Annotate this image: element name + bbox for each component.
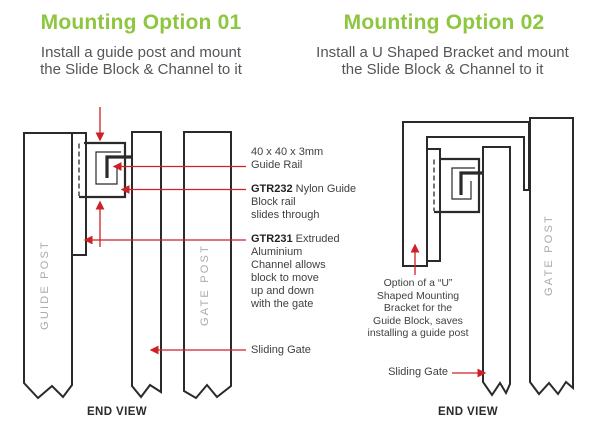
option2-subtitle-line2: the Slide Block & Channel to it [341, 61, 544, 78]
option2-diagram [402, 117, 574, 397]
annotation-line: with the gate [251, 298, 314, 310]
option2-annotation-arrows [410, 243, 487, 378]
note-line: Guide Block, saves [373, 314, 463, 327]
option1-end-view-label: END VIEW [86, 406, 148, 418]
part-code: GTR231 [251, 233, 293, 245]
annotation-line: Block rail [251, 196, 296, 208]
annotation-line: Aluminium [251, 246, 303, 258]
annotation-line: slides through [251, 209, 320, 221]
note-line: Option of a “U” [383, 277, 453, 289]
annotation-line: 40 x 40 x 3mm [251, 146, 324, 158]
gate-post-label: GATE POST [543, 214, 555, 296]
annotation-sliding-gate: Sliding Gate [251, 344, 311, 356]
guide-block [79, 141, 127, 199]
option1-diagram [23, 131, 232, 400]
annotation-guide-block: GTR232 Nylon Guide Block rail slides thr… [251, 183, 356, 222]
guide-rail [105, 155, 131, 178]
gate-post-label: GATE POST [199, 244, 211, 326]
annotation-guide-rail: 40 x 40 x 3mm Guide Rail [251, 146, 323, 172]
note-line: Shaped Mounting [376, 289, 460, 302]
option2-end-view-label: END VIEW [437, 406, 499, 418]
option1-subtitle: Install a guide post and mount the Slide… [10, 44, 272, 78]
guide-block [434, 157, 481, 214]
guide-rail [459, 171, 484, 195]
option1-subtitle-line1: Install a guide post and mount [40, 44, 242, 61]
option1-title: Mounting Option 01 [40, 11, 242, 34]
note-line: Bracket for the [383, 302, 453, 315]
sliding-gate [482, 146, 511, 397]
annotation-line: GTR231 Extruded [251, 233, 340, 246]
guide-block-inner [95, 151, 121, 185]
annotation-text: Extruded [292, 233, 340, 245]
annotation-line: up and down [251, 285, 314, 297]
guide-post [23, 132, 73, 400]
channel-bar [427, 148, 441, 262]
option2-subtitle: Install a U Shaped Bracket and mount the… [295, 44, 590, 78]
option2-bracket-note: Option of a “U” Shaped Mounting Bracket … [352, 277, 484, 340]
annotation-line: Guide Rail [251, 159, 303, 171]
annotation-line: GTR232 Nylon Guide [251, 183, 356, 196]
sliding-gate [131, 131, 162, 399]
annotation-text: Nylon Guide [292, 183, 357, 195]
annotation-channel: GTR231 Extruded Aluminium Channel allows… [251, 233, 340, 311]
annotation-line: block to move [251, 272, 319, 284]
u-bracket [402, 121, 530, 267]
note-line: installing a guide post [367, 327, 469, 340]
channel-bar [72, 132, 87, 256]
guide-block-inner [451, 167, 475, 200]
gate-post [529, 117, 574, 396]
gate-post [183, 131, 232, 400]
option2-subtitle-line1: Install a U Shaped Bracket and mount [316, 44, 569, 61]
guide-post-label: GUIDE POST [39, 240, 51, 330]
option1-annotation-arrows [83, 107, 246, 355]
part-code: GTR232 [251, 183, 293, 195]
option1-subtitle-line2: the Slide Block & Channel to it [40, 61, 242, 78]
option2-title: Mounting Option 02 [343, 11, 545, 34]
annotation-line: Channel allows [251, 259, 326, 271]
option2-sliding-gate-label: Sliding Gate [388, 366, 448, 378]
